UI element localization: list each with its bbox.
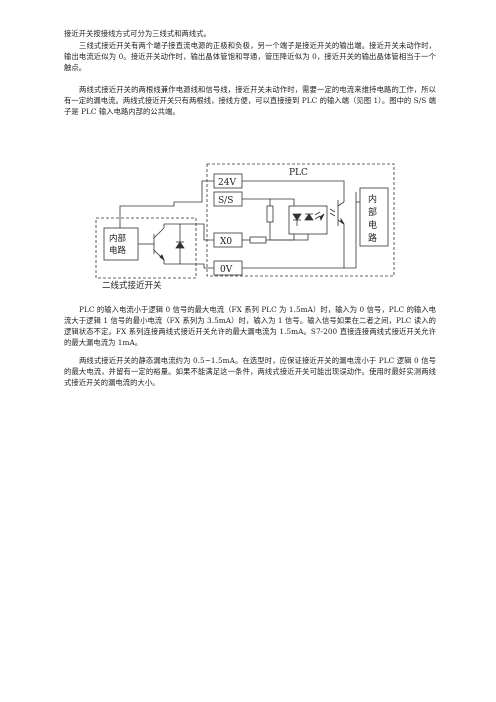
plc-inner-char-1: 内 <box>368 193 377 205</box>
terminal-ss-label: S/S <box>218 196 233 206</box>
plc-internal-wiring <box>242 180 357 269</box>
plc-inner-char-3: 电 <box>368 219 377 231</box>
plc-boundary <box>206 163 395 277</box>
terminal-x0-label: X0 <box>220 237 232 247</box>
paragraph-three-wire: 三线式接近开关有两个端子接直流电源的正极和负极，另一个端子是接近开关的输出端。接… <box>64 41 436 72</box>
plc-inner-char-4: 路 <box>368 232 377 244</box>
switch-transistor-icon <box>119 180 214 269</box>
proximity-switch-boundary <box>95 217 197 279</box>
paragraph-plc-input: PLC 的输入电流小于逻辑 0 信号的最大电流（FX 系列 PLC 为 1.5m… <box>64 305 436 347</box>
wiring-diagram: PLC 24V S/S X0 0V <box>95 163 395 291</box>
paragraph-intro: 接近开关按接线方式可分为三线式和两线式。 <box>64 29 211 38</box>
optocoupler-icon <box>292 211 325 226</box>
terminal-24v-label: 24V <box>218 178 236 188</box>
terminal-0v-label: 0V <box>220 265 233 275</box>
phototransistor-icon <box>329 201 345 225</box>
plc-label: PLC <box>289 168 308 178</box>
paragraph-two-wire: 两线式接近开关的两根线兼作电源线和信号线，接近开关未动作时，需要一定的电流来维持… <box>64 85 436 116</box>
switch-inner-label-1: 内部 <box>109 233 127 244</box>
plc-internal-circuit-box <box>359 187 389 247</box>
plc-inner-char-2: 部 <box>368 206 377 218</box>
paragraph-leakage: 两线式接近开关的静态漏电流约为 0.5~1.5mA。在选型时，应保证接近开关的漏… <box>64 356 436 387</box>
switch-inner-label-2: 电路 <box>109 245 127 256</box>
switch-caption: 二线式接近开关 <box>102 280 162 291</box>
